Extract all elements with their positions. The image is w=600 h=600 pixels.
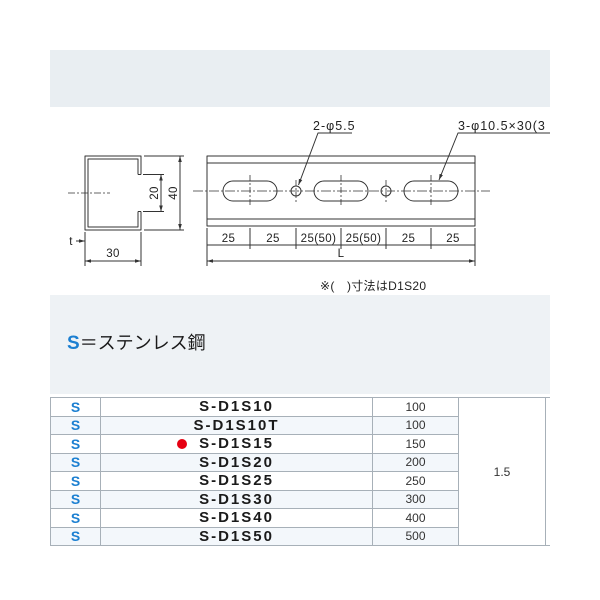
slot-callout-label: 3-φ10.5×30(3 (458, 119, 546, 133)
material-cell: S (50, 471, 101, 491)
header-band (50, 50, 550, 107)
length-cell: 500 (372, 526, 459, 546)
length-label: L (338, 248, 345, 260)
hole-center-marks (249, 175, 432, 207)
pitch-label: 25 (266, 233, 280, 245)
table-row: S S-D1S25 250 (50, 471, 551, 491)
table-row: S S-D1S30 300 (50, 489, 551, 509)
material-cell: S (50, 526, 101, 546)
marker-dot (177, 438, 187, 449)
model-number: S-D1S40 (199, 509, 274, 527)
model-number: S-D1S15 (199, 435, 274, 453)
table-row: S S-D1S10T 100 (50, 415, 551, 435)
channel-flange-lines (207, 162, 475, 220)
pitch-label: 25 (446, 233, 460, 245)
dimension-label-width: 30 (106, 248, 120, 260)
dimension-note: ※( )寸法はD1S20 (320, 279, 426, 293)
model-number: S-D1S50 (199, 527, 274, 545)
section-lip-ends (138, 174, 141, 212)
pitch-label: 25(50) (346, 233, 382, 245)
table-edge-cell (545, 397, 550, 546)
model-cell: S-D1S20 (100, 452, 373, 472)
length-cell: 300 (372, 489, 459, 509)
section-outline-outer (84, 155, 142, 231)
pitch-label: 25 (402, 233, 416, 245)
material-cell: S (50, 434, 101, 454)
material-description: ＝ステンレス鋼 (79, 333, 206, 353)
length-cell: 250 (372, 471, 459, 491)
length-cell: 100 (372, 397, 459, 417)
model-cell: S-D1S25 (100, 471, 373, 491)
side-view (193, 132, 550, 266)
table-row: S S-D1S10 100 1.5 (50, 397, 550, 546)
table-row: S S-D1S50 500 (50, 526, 551, 546)
model-cell: S-D1S10T (100, 415, 373, 435)
material-legend: S＝ステンレス鋼 (67, 332, 206, 355)
model-cell: S-D1S50 (100, 526, 373, 546)
pitch-label: 25 (222, 233, 236, 245)
material-cell: S (50, 489, 101, 509)
length-cell: 400 (372, 508, 459, 528)
model-cell: S-D1S10 (100, 397, 373, 417)
thickness-cell: 1.5 (458, 397, 546, 546)
model-number: S-D1S10T (193, 416, 280, 434)
table-row: S S-D1S40 400 (50, 508, 551, 528)
slot-callout-leader (438, 132, 550, 181)
model-number: S-D1S25 (199, 472, 274, 490)
material-code: S (67, 333, 80, 354)
model-cell: S-D1S30 (100, 489, 373, 509)
dimension-label-thickness: t (69, 236, 73, 248)
model-number: S-D1S30 (199, 490, 274, 508)
length-cell: 150 (372, 434, 459, 454)
dimension-label-lip-gap: 20 (149, 186, 161, 200)
dimension-label-height: 40 (168, 186, 180, 200)
pitch-label: 25(50) (301, 233, 337, 245)
material-cell: S (50, 397, 101, 417)
material-cell: S (50, 508, 101, 528)
spec-table: S S-D1S10 100 1.5 S S-D1S10T 100 S S-D1S… (50, 397, 550, 546)
technical-drawing: 20 40 t 30 2-φ5.5 3-φ10.5×30(3 25 25 25(… (68, 119, 550, 293)
product-table: S S-D1S10 100 1.5 S S-D1S10T 100 S S-D1S… (50, 397, 550, 546)
cross-section-view (68, 155, 184, 266)
length-cell: 100 (372, 415, 459, 435)
material-legend-band: S＝ステンレス鋼 (50, 295, 550, 394)
pitch-extension-lines (206, 228, 476, 266)
model-number: S-D1S20 (199, 453, 274, 471)
model-cell: S-D1S40 (100, 508, 373, 528)
material-cell: S (50, 415, 101, 435)
length-cell: 200 (372, 452, 459, 472)
section-extension-lines (84, 155, 184, 266)
hole-callout-label: 2-φ5.5 (313, 119, 356, 133)
model-number: S-D1S10 (199, 398, 274, 416)
hole-callout-leader (298, 132, 352, 186)
model-cell: S-D1S15 (100, 434, 373, 454)
material-cell: S (50, 452, 101, 472)
